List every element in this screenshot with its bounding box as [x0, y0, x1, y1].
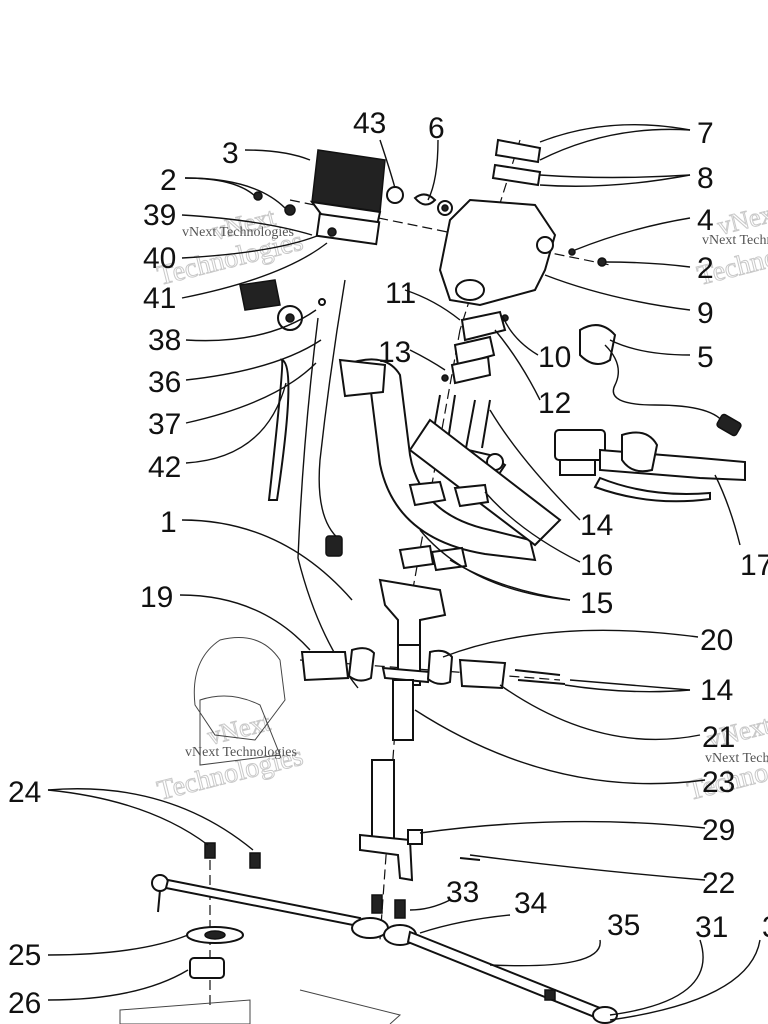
leader-lines: [47, 123, 761, 1021]
instrument-pod: [253, 149, 386, 246]
callout-9: 9: [697, 297, 714, 330]
brake-lever-assembly: [554, 429, 746, 503]
callout-37: 37: [148, 408, 181, 441]
upper-clamps: [398, 480, 490, 572]
callout-16: 16: [580, 549, 613, 582]
callout-40: 40: [143, 242, 176, 275]
switch-housing-right: [579, 324, 742, 437]
tie-rod-right: [351, 829, 618, 1024]
callout-11: 11: [385, 277, 416, 310]
switch-block: [441, 310, 509, 385]
callout-2: 2: [160, 164, 177, 197]
callout-31: 31: [695, 911, 728, 944]
callout-34: 34: [514, 887, 547, 920]
callout-22: 22: [702, 867, 735, 900]
callout-39: 39: [143, 199, 176, 232]
headlight-housing: [438, 138, 607, 307]
handlebar: [338, 358, 562, 562]
bushings: [300, 647, 566, 690]
control-cables: [267, 279, 359, 689]
svg-text:vNext Technologies: vNext Technologies: [185, 745, 297, 760]
lower-frame-fragment: [119, 989, 402, 1024]
callout-10: 10: [538, 341, 571, 374]
callout-38: 38: [148, 324, 181, 357]
washer-set: [386, 186, 453, 216]
callout-6: 6: [428, 112, 445, 145]
svg-text:vNext Technologies: vNext Technologies: [705, 751, 768, 766]
callout-25: 25: [8, 939, 41, 972]
callout-2-right: 2: [697, 252, 714, 285]
grip-assembly: [239, 279, 303, 331]
callout-29: 29: [702, 814, 735, 847]
callout-labels: 1 2 2 3 3 4 5 6 7 8 9 10 11 12 13 14 14 …: [8, 107, 768, 1020]
callout-1: 1: [160, 506, 177, 539]
callout-26: 26: [8, 987, 41, 1020]
callout-17: 17: [740, 549, 768, 582]
callout-15: 15: [580, 587, 613, 620]
svg-text:vNext Technologies: vNext Technologies: [182, 225, 294, 240]
callout-36: 36: [148, 366, 181, 399]
callout-14-lower: 14: [700, 674, 733, 707]
callout-4: 4: [697, 204, 714, 237]
callout-41: 41: [143, 282, 176, 315]
callout-8: 8: [697, 162, 714, 195]
callout-20: 20: [700, 624, 733, 657]
svg-text:vNext Technologies: vNext Technologies: [702, 233, 768, 248]
callout-3-cut: 3: [762, 911, 768, 944]
watermark-middle: vNext Technologies vNext Technologies: [154, 707, 307, 808]
callout-12: 12: [538, 387, 571, 420]
callout-33: 33: [446, 876, 479, 909]
callout-3: 3: [222, 137, 239, 170]
callout-35: 35: [607, 909, 640, 942]
callout-42: 42: [148, 451, 181, 484]
callout-13: 13: [378, 336, 411, 369]
watermark-top-left: vNext Technologies vNext Technologies: [154, 202, 307, 293]
steering-post: [359, 578, 447, 882]
callout-21: 21: [702, 721, 735, 754]
callout-43: 43: [353, 107, 386, 140]
callout-19: 19: [140, 581, 173, 614]
callout-7: 7: [697, 117, 714, 150]
callout-14: 14: [580, 509, 613, 542]
frame-outline: [193, 637, 286, 766]
tie-rod-left: [151, 842, 362, 979]
callout-23: 23: [702, 766, 735, 799]
callout-5: 5: [697, 341, 714, 374]
callout-24: 24: [8, 776, 41, 809]
